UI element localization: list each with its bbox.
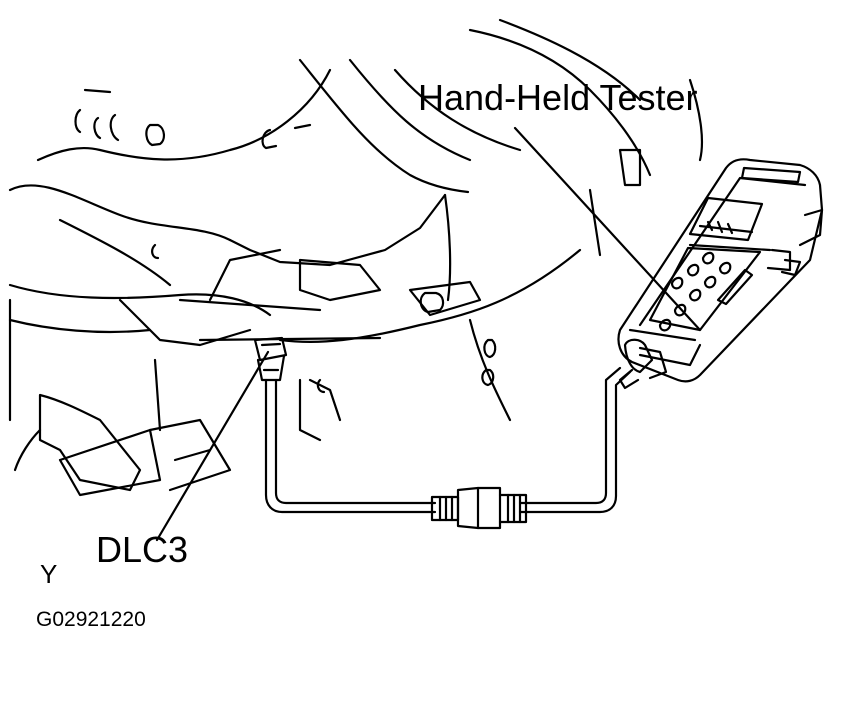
figure-code-label: G02921220	[36, 608, 146, 631]
dlc3-connector	[253, 336, 288, 382]
hand-held-tester-label: Hand-Held Tester	[418, 77, 698, 118]
leader-lines	[155, 126, 702, 542]
dashboard-lower-panel	[8, 18, 704, 497]
tester-cable	[264, 366, 632, 514]
dlc3-label: DLC3	[96, 529, 189, 570]
view-marker-label: Y	[40, 559, 58, 589]
cable-junction	[430, 486, 528, 530]
